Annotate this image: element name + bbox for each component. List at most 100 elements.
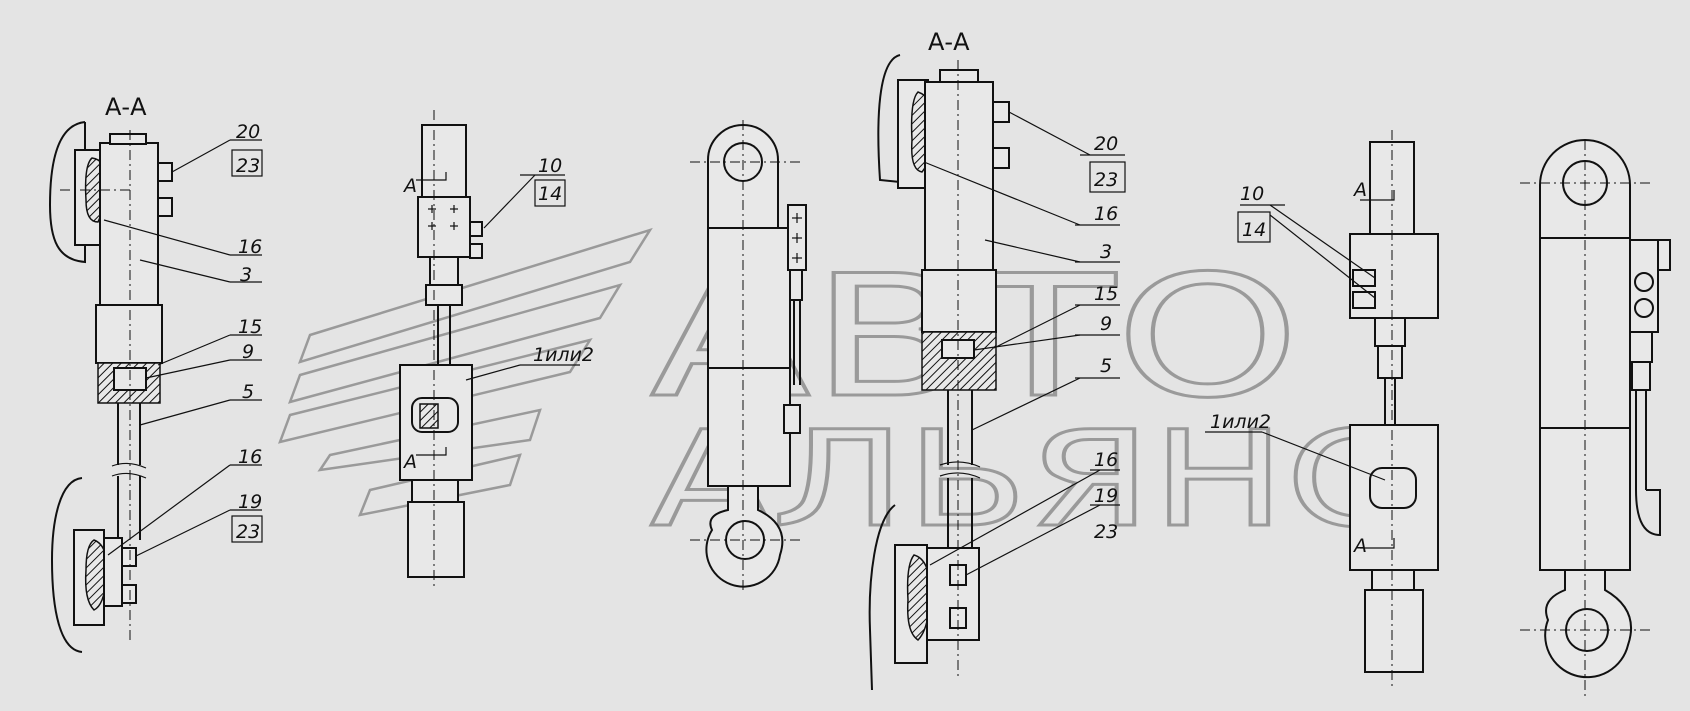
cylinder-body <box>99 142 159 306</box>
view-side-sensor-right: А А 10 14 1или2 <box>1205 130 1439 690</box>
label-23-v4: 23 <box>1094 169 1118 191</box>
side-tube-bend <box>1635 489 1661 537</box>
side-fitting <box>789 269 803 301</box>
side-fitting-lower <box>783 404 801 434</box>
label-15: 15 <box>238 316 262 338</box>
piston-rod <box>117 403 141 465</box>
switch-block-2 <box>1369 467 1417 509</box>
label-23: 23 <box>236 155 260 177</box>
fitting-10 <box>469 221 483 237</box>
section-arrows-2 <box>1360 190 1395 549</box>
label-16: 16 <box>238 236 262 258</box>
top-block <box>421 124 467 198</box>
arrow-a-bottom-2: А <box>1352 535 1367 557</box>
upper-bracket <box>48 121 86 264</box>
label-1or2-v5: 1или2 <box>1210 411 1271 433</box>
label-16-lower: 16 <box>238 446 262 468</box>
adapter-nut <box>425 284 463 306</box>
section-arrows <box>416 172 447 456</box>
view-front-center <box>690 120 807 590</box>
side-bolt-b <box>1634 298 1654 318</box>
rod-end <box>407 501 465 578</box>
side-bolt-a <box>1634 272 1654 292</box>
gland-nut <box>95 304 163 364</box>
side-fitting-2 <box>1629 331 1653 363</box>
arrow-a-top: А <box>402 175 417 197</box>
view-side-sensor-left: А А 10 14 1или2 <box>399 110 594 590</box>
leaders <box>103 139 263 557</box>
switch-section <box>419 403 439 429</box>
section-title: А-А <box>105 93 147 121</box>
upper-cylinder <box>707 227 791 369</box>
nut-20 <box>157 162 173 182</box>
side-tube <box>793 300 801 385</box>
view-section-aa-right: А-А <box>868 28 1126 691</box>
adapter <box>429 256 459 286</box>
label-20-v4: 20 <box>1094 133 1118 155</box>
piston-rod-lower <box>117 476 141 540</box>
upper-bracket-2 <box>877 54 901 183</box>
rod-collar <box>411 479 459 503</box>
label-19: 19 <box>238 491 262 513</box>
label-23-lower: 23 <box>236 521 260 543</box>
tube-2 <box>1384 378 1396 425</box>
nut-20-2 <box>992 101 1010 123</box>
label-16-v4: 16 <box>1094 203 1118 225</box>
side-screws <box>792 213 802 263</box>
bolt-23 <box>157 197 173 217</box>
label-3: 3 <box>240 264 252 286</box>
side-tube-2 <box>1635 390 1647 490</box>
cylinder-cap-2 <box>939 69 979 83</box>
adapter-2 <box>1374 317 1406 347</box>
break-line-2b <box>939 472 981 479</box>
nut-19 <box>121 547 137 567</box>
arrow-a-top-2: А <box>1352 179 1367 201</box>
section-title-2: А-А <box>928 28 970 56</box>
piston-rod-2-lower <box>947 478 973 550</box>
gland-nut-2 <box>921 269 997 333</box>
leaders-v2 <box>465 174 580 381</box>
label-9-v4: 9 <box>1100 313 1112 335</box>
label-1or2: 1или2 <box>533 344 594 366</box>
label-14-v5: 14 <box>1242 219 1266 241</box>
label-14: 14 <box>538 183 562 205</box>
label-10-v5: 10 <box>1240 183 1264 205</box>
rod-end-2 <box>1364 589 1424 673</box>
label-3-v4: 3 <box>1100 241 1112 263</box>
label-10: 10 <box>538 155 562 177</box>
rod-eye-block <box>103 537 123 607</box>
label-16-v4-lower: 16 <box>1094 449 1118 471</box>
label-9: 9 <box>242 341 254 363</box>
label-19-v4: 19 <box>1094 485 1118 507</box>
screw-marks <box>428 205 458 230</box>
break-line-2 <box>939 461 981 468</box>
leaders-v5 <box>1205 204 1386 481</box>
adapter-nut-2 <box>1377 345 1403 379</box>
label-15-v4: 15 <box>1094 283 1118 305</box>
label-5-v4: 5 <box>1100 355 1112 377</box>
break-line-lower <box>111 472 147 479</box>
lower-bracket <box>50 477 83 653</box>
side-fitting-2b <box>1631 361 1651 391</box>
leaders-v4 <box>923 111 1126 576</box>
view-section-aa-left: А-А <box>48 93 263 653</box>
lower-cylinder <box>707 367 791 487</box>
arrow-a-bottom: А <box>402 451 417 473</box>
lower-bracket-2 <box>868 504 896 691</box>
break-line-upper <box>111 462 147 469</box>
cylinder-cap <box>109 133 147 145</box>
side-cap <box>1657 239 1671 271</box>
view-front-right <box>1520 139 1671 700</box>
rod-collar-2 <box>1371 569 1415 591</box>
bolt-23-2 <box>992 147 1010 169</box>
label-20: 20 <box>236 121 260 143</box>
bolt-23-lower <box>121 584 137 604</box>
label-23-v4-lower: 23 <box>1094 521 1118 543</box>
sensor-housing <box>417 196 471 258</box>
label-5: 5 <box>242 381 254 403</box>
tube <box>437 305 451 365</box>
fitting-14 <box>469 243 483 259</box>
piston-rod-2 <box>947 390 973 465</box>
fitting-14-2 <box>1352 291 1376 309</box>
